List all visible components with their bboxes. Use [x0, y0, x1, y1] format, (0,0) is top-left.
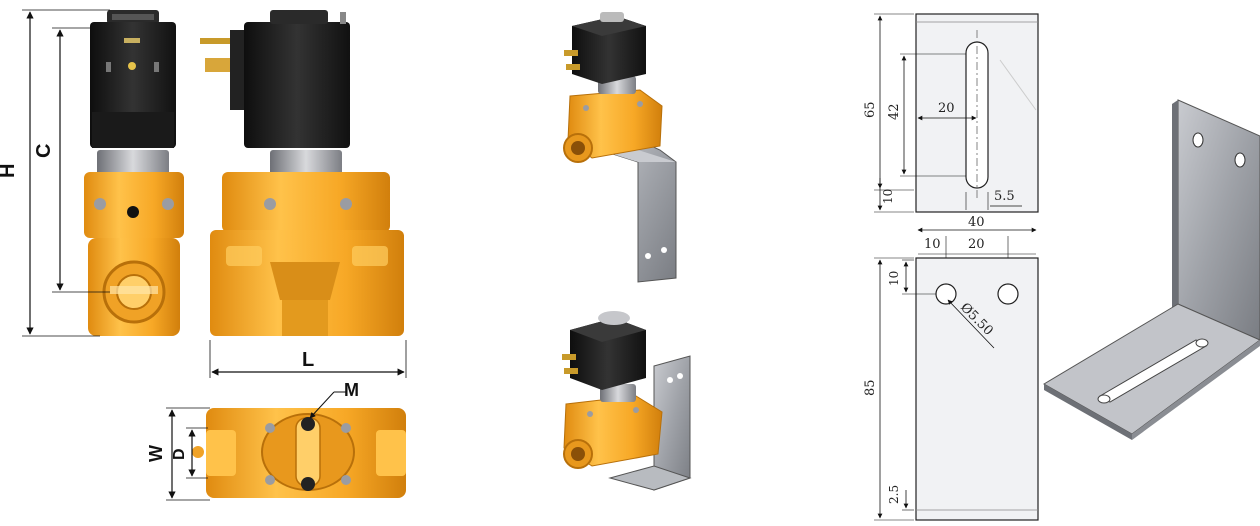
label-D: D	[171, 448, 188, 460]
dim-20b: 20	[968, 237, 985, 252]
dim-C: C	[33, 27, 110, 293]
dim-10c: 10	[887, 271, 901, 286]
bracket-dims-middle: 40 10 20	[917, 215, 1037, 282]
bracket-dims-top: 65 42 20 10 5.5	[863, 13, 1022, 213]
bracket-3d-render	[1043, 99, 1260, 440]
dim-M: M	[309, 380, 359, 419]
label-C: C	[33, 144, 55, 158]
valve-side-view	[200, 10, 404, 336]
label-H: H	[0, 164, 19, 178]
valve-top-view	[192, 408, 406, 498]
dim-L: L	[209, 340, 407, 378]
dim-2-5: 2.5	[887, 485, 901, 504]
dim-5-5: 5.5	[994, 189, 1015, 204]
iso-valve-with-bracket-1	[563, 12, 677, 283]
dim-10b: 10	[924, 237, 941, 252]
bracket-drawing-bottom	[915, 257, 1039, 521]
label-M: M	[344, 380, 359, 400]
bracket-hole-left	[935, 283, 957, 305]
dim-H: H	[0, 9, 110, 337]
label-L: L	[302, 349, 314, 371]
port-M	[301, 417, 315, 431]
dim-85: 85	[863, 379, 878, 396]
iso-valve-with-bracket-2	[562, 311, 692, 491]
label-W: W	[146, 445, 166, 462]
dim-W: W	[146, 407, 210, 501]
dim-65: 65	[863, 101, 878, 118]
valve-front-view	[84, 10, 184, 336]
bracket-hole-right	[997, 283, 1019, 305]
dim-10a: 10	[881, 189, 895, 204]
brass-body-front	[84, 172, 184, 238]
dim-D: D	[171, 427, 208, 479]
dim-40: 40	[968, 215, 985, 230]
dim-20a: 20	[938, 101, 955, 116]
bracket-drawing-top	[915, 13, 1039, 213]
dim-42: 42	[887, 103, 902, 120]
